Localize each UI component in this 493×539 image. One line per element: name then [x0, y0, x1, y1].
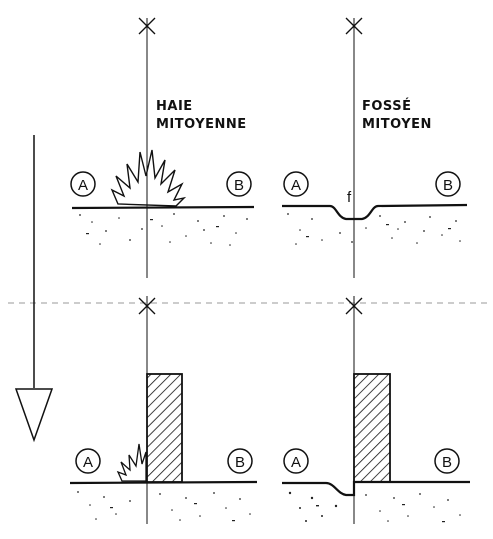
parcel-b-label: B — [235, 454, 245, 471]
wall-hatched — [353, 373, 391, 483]
parcel-b-label: B — [234, 177, 244, 194]
boundary-marker-icon — [345, 297, 363, 315]
parcel-a-label: A — [83, 454, 93, 471]
parcel-a-marker: A — [75, 448, 101, 474]
soil-texture — [287, 213, 461, 245]
panel-title-line1: HAIE — [156, 99, 193, 114]
ditch-label: f — [347, 189, 352, 206]
wall-hatched — [146, 373, 183, 483]
ground-line — [71, 205, 255, 210]
ground-line — [69, 480, 258, 485]
parcel-b-marker: B — [435, 171, 461, 197]
hedge-bush-icon — [110, 149, 187, 207]
parcel-a-marker: A — [283, 171, 309, 197]
soil-texture — [79, 213, 248, 246]
sequence-arrow — [14, 135, 54, 443]
soil-texture — [77, 491, 251, 522]
ground-line-with-ditch — [282, 203, 468, 221]
boundary-marker-icon — [138, 297, 156, 315]
parcel-b-marker: B — [434, 448, 460, 474]
panel-hedge-with-wall: A B — [69, 296, 258, 524]
boundary-marker-icon — [138, 17, 156, 35]
boundary-marker-icon — [345, 17, 363, 35]
small-hedge-icon — [116, 443, 147, 482]
panel-ditch: FOSSÉ MITOYEN A B f — [282, 17, 468, 278]
parcel-b-label: B — [442, 454, 452, 471]
parcel-b-marker: B — [226, 171, 252, 197]
panel-title-line2: MITOYEN — [362, 117, 432, 132]
parcel-b-marker: B — [227, 448, 253, 474]
parcel-a-label: A — [78, 177, 88, 194]
ground-line-with-half-ditch — [282, 480, 470, 497]
soil-texture — [288, 491, 461, 523]
parcel-a-marker: A — [70, 171, 96, 197]
panel-title-line2: MITOYENNE — [156, 117, 247, 132]
panel-title-line1: FOSSÉ — [362, 98, 411, 114]
panel-ditch-with-wall: A B — [282, 296, 470, 524]
parcel-b-label: B — [443, 177, 453, 194]
parcel-a-label: A — [291, 454, 301, 471]
panel-hedge: HAIE MITOYENNE A B — [70, 17, 255, 278]
parcel-a-label: A — [291, 177, 301, 194]
parcel-a-marker: A — [283, 448, 309, 474]
